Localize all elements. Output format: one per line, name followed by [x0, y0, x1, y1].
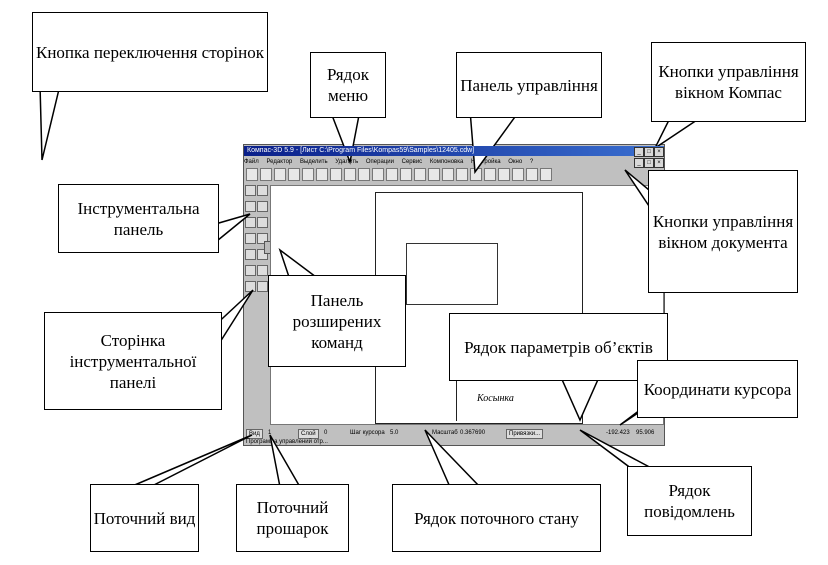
close-button[interactable]: ×: [654, 147, 664, 157]
callout-cursor-coords: Координати курсора: [637, 360, 798, 418]
cursor-step-value[interactable]: 5.0: [390, 430, 399, 436]
title-bar: Компас-3D 5.9 - [Лист C:\Program Files\K…: [244, 146, 664, 156]
new-spec-icon[interactable]: [274, 168, 286, 181]
callout-kompas-window-buttons: Кнопки управління вікном Компас: [651, 42, 806, 122]
layer-value[interactable]: 0: [324, 430, 328, 436]
tool-icon[interactable]: [245, 185, 256, 196]
view-value[interactable]: 1: [268, 430, 272, 436]
view-button[interactable]: Вид: [246, 429, 263, 439]
minimize-button[interactable]: _: [634, 147, 644, 157]
cut-icon[interactable]: [330, 168, 342, 181]
coord-x: -192.423: [606, 430, 630, 436]
tool-icon[interactable]: [257, 281, 268, 292]
control-toolbar: [246, 168, 552, 181]
new-fragment-icon[interactable]: [260, 168, 272, 181]
maximize-button[interactable]: □: [644, 147, 654, 157]
layer-button[interactable]: Слой: [298, 429, 319, 439]
callout-current-view: Поточний вид: [90, 484, 199, 552]
menu-select[interactable]: Выделить: [299, 159, 328, 165]
new-icon[interactable]: [246, 168, 258, 181]
callout-page-switch: Кнопка переключення сторінок: [32, 12, 268, 92]
menu-bar: Файл Редактор Выделить Удалить Операции …: [244, 157, 664, 167]
callout-extended-commands: Панель розширених команд: [268, 275, 406, 367]
help-icon[interactable]: [526, 168, 538, 181]
kompas-window: Компас-3D 5.9 - [Лист C:\Program Files\K…: [243, 144, 665, 446]
menu-window[interactable]: Окно: [508, 159, 523, 165]
callout-menu-row: Рядок меню: [310, 52, 386, 118]
tool-panel: [245, 185, 268, 295]
callout-current-layer: Поточний прошарок: [236, 484, 349, 552]
status-bar: Вид 1 Слой 0 Шаг курсора 5.0 Масштаб 0.3…: [244, 425, 664, 445]
scale-value[interactable]: 0.367690: [460, 430, 486, 436]
callout-object-params: Рядок параметрів об’єктів: [449, 313, 668, 381]
pointer: [653, 117, 703, 151]
tool-icon[interactable]: [245, 217, 256, 228]
tool-icon[interactable]: [257, 249, 268, 260]
pan-icon[interactable]: [442, 168, 454, 181]
callout-control-panel: Панель управління: [456, 52, 602, 118]
callout-current-state: Рядок поточного стану: [392, 484, 601, 552]
part-drawing: [406, 243, 498, 305]
zoom-icon[interactable]: [400, 168, 412, 181]
tool-icon[interactable]: [257, 217, 268, 228]
tool-icon[interactable]: [245, 249, 256, 260]
snaps-button[interactable]: Привязки...: [506, 429, 544, 439]
message-line: Программа управлений отр...: [246, 439, 328, 445]
tool-icon[interactable]: [257, 233, 268, 244]
menu-service[interactable]: Сервис: [401, 159, 423, 165]
drawing-title: Косынка: [477, 393, 514, 404]
callout-document-window-buttons: Кнопки управління вікном документа: [648, 170, 798, 293]
menu-operations[interactable]: Операции: [365, 159, 394, 165]
pointer: [269, 434, 302, 488]
zoom-in-icon[interactable]: [414, 168, 426, 181]
new-text-icon[interactable]: [288, 168, 300, 181]
menu-layout[interactable]: Компоновка: [429, 159, 464, 165]
pointer: [424, 429, 482, 488]
library-icon[interactable]: [540, 168, 552, 181]
callout-tool-panel-page: Сторінка інструментальної панелі: [44, 312, 222, 410]
pointer: [129, 434, 253, 488]
doc-maximize-button[interactable]: □: [644, 158, 654, 168]
open-icon[interactable]: [302, 168, 314, 181]
copy-icon[interactable]: [344, 168, 356, 181]
doc-minimize-button[interactable]: _: [634, 158, 644, 168]
scale-label: Масштаб: [432, 430, 458, 436]
redo-icon[interactable]: [386, 168, 398, 181]
tool-icon[interactable]: [245, 265, 256, 276]
undo-icon[interactable]: [372, 168, 384, 181]
cursor-step-label: Шаг курсора: [350, 430, 385, 436]
tool-icon[interactable]: [257, 201, 268, 212]
fit-icon[interactable]: [456, 168, 468, 181]
menu-edit[interactable]: Редактор: [266, 159, 293, 165]
callout-messages-row: Рядок повідомлень: [627, 466, 752, 536]
menu-settings[interactable]: Настройка: [471, 159, 501, 165]
pointer: [558, 374, 602, 422]
coord-y: 95.906: [636, 430, 655, 436]
pointer: [39, 84, 61, 161]
tool-icon[interactable]: [257, 265, 268, 276]
menu-help[interactable]: ?: [529, 159, 534, 165]
print-icon[interactable]: [512, 168, 524, 181]
callout-tool-panel: Інструментальна панель: [58, 184, 219, 253]
tool-icon[interactable]: [257, 185, 268, 196]
preview-icon[interactable]: [498, 168, 510, 181]
tool-icon[interactable]: [245, 233, 256, 244]
doc-close-button[interactable]: ×: [654, 158, 664, 168]
paste-icon[interactable]: [358, 168, 370, 181]
layers-icon[interactable]: [484, 168, 496, 181]
save-icon[interactable]: [316, 168, 328, 181]
menu-file[interactable]: Файл: [244, 159, 259, 165]
pointer: [469, 109, 522, 175]
zoom-out-icon[interactable]: [428, 168, 440, 181]
menu-delete[interactable]: Удалить: [335, 159, 359, 165]
tool-icon[interactable]: [245, 201, 256, 212]
